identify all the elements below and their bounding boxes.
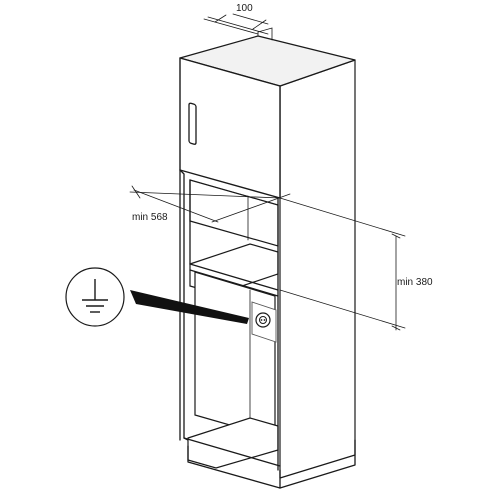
dimension-100: 100 [203,3,269,35]
dimension-label-100: 100 [236,3,253,14]
dimension-label-min-380: min 380 [397,277,433,288]
cabinet-right-side-panel [279,59,356,479]
ground-icon [65,267,125,327]
niche-shelf-front-edge [189,263,279,291]
plinth-side [279,439,356,489]
dimension-label-min-568: min 568 [132,212,168,223]
dimension-min-568: min 568 [129,185,291,223]
pointer-arrow [130,290,249,324]
lower-compartment-back [194,271,276,439]
door-handle [188,102,197,145]
dimension-min-380: min 380 [279,197,433,331]
bottom-front-edge [183,437,281,467]
niche-inner-back-top [189,179,279,206]
plinth-front [187,445,281,489]
power-socket-icon [255,312,271,328]
